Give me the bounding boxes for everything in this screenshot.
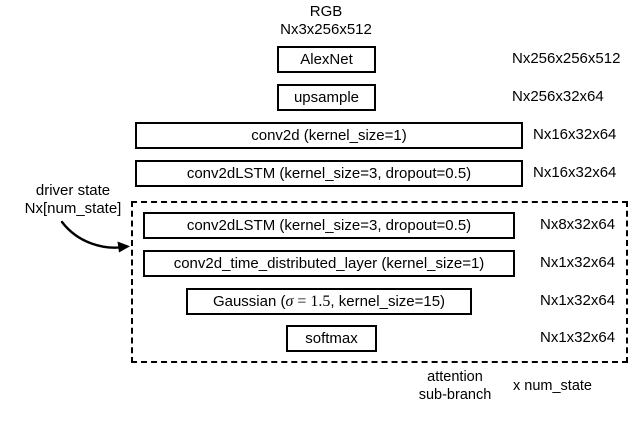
- layer-label-conv2d: conv2d (kernel_size=1): [251, 127, 407, 144]
- layer-label-upsample: upsample: [293, 89, 360, 106]
- layer-label-conv2d-time-distributed-layer: conv2d_time_distributed_layer (kernel_si…: [173, 255, 485, 272]
- layer-box-conv2d-time-distributed-layer[interactable]: conv2d_time_distributed_layer (kernel_si…: [143, 250, 515, 277]
- layer-box-softmax[interactable]: softmax: [286, 325, 377, 352]
- attention-sub-branch-label-line2: sub-branch: [418, 387, 492, 403]
- gaussian-prefix: Gaussian (: [212, 292, 286, 310]
- gaussian-sigma-value: 1.5: [310, 292, 331, 310]
- layer-label-softmax: softmax: [305, 330, 358, 347]
- layer-box-gaussian[interactable]: Gaussian (σ = 1.5, kernel_size=15): [186, 288, 472, 315]
- layer-box-alexnet[interactable]: AlexNet: [277, 46, 376, 73]
- layer-box-conv2d[interactable]: conv2d (kernel_size=1): [135, 122, 523, 149]
- num-state-multiplier-label: x num_state: [513, 378, 592, 394]
- gaussian-eq-sign: =: [297, 292, 307, 310]
- sigma-symbol: σ: [285, 292, 294, 310]
- shape-label-conv2dlstm-1: Nx16x32x64: [533, 164, 617, 181]
- layer-label-gaussian: Gaussian (σ = 1.5, kernel_size=15): [213, 293, 445, 311]
- attention-sub-branch-group: [131, 201, 628, 363]
- layer-label-conv2dlstm-1: conv2dLSTM (kernel_size=3, dropout=0.5): [186, 165, 472, 182]
- input-name-label: RGB: [309, 3, 343, 20]
- shape-label-conv2d: Nx16x32x64: [533, 126, 617, 143]
- shape-label-conv2dlstm-2: Nx8x32x64: [540, 216, 616, 233]
- shape-label-conv2d-time-distributed-layer: Nx1x32x64: [540, 254, 616, 271]
- shape-label-upsample: Nx256x32x64: [512, 88, 604, 105]
- layer-box-conv2dlstm-1[interactable]: conv2dLSTM (kernel_size=3, dropout=0.5): [135, 160, 523, 187]
- layer-label-alexnet: AlexNet: [300, 51, 353, 68]
- driver-state-label-line1: driver state: [35, 182, 111, 199]
- shape-label-alexnet: Nx256x256x512: [512, 50, 621, 67]
- attention-sub-branch-label-line1: attention: [427, 369, 483, 385]
- driver-state-label-line2: Nx[num_state]: [24, 200, 122, 217]
- shape-label-gaussian: Nx1x32x64: [540, 292, 616, 309]
- input-shape-label: Nx3x256x512: [280, 21, 372, 38]
- layer-box-conv2dlstm-2[interactable]: conv2dLSTM (kernel_size=3, dropout=0.5): [143, 212, 515, 239]
- shape-label-softmax: Nx1x32x64: [540, 329, 616, 346]
- layer-box-upsample[interactable]: upsample: [277, 84, 376, 111]
- gaussian-suffix: , kernel_size=15): [330, 292, 446, 310]
- layer-label-conv2dlstm-2: conv2dLSTM (kernel_size=3, dropout=0.5): [186, 217, 472, 234]
